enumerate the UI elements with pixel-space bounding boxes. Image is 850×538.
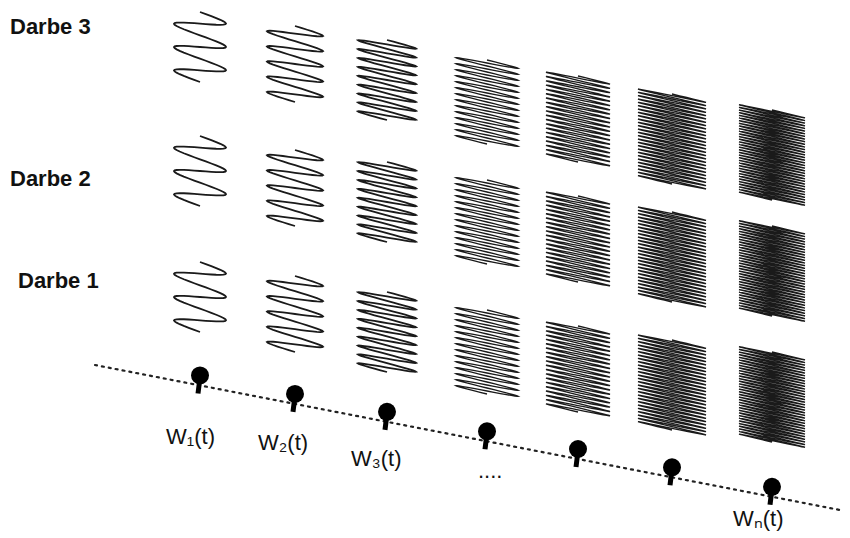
coil-drawing xyxy=(546,192,610,286)
pin-head xyxy=(191,366,209,384)
coil-drawing xyxy=(739,105,805,206)
coil-drawing xyxy=(638,89,706,189)
sensor-pin xyxy=(663,458,681,485)
sensor-pin xyxy=(378,403,396,430)
coil-drawing xyxy=(739,347,805,448)
sensor-pin xyxy=(286,385,304,412)
coil-drawing xyxy=(638,335,706,435)
sensor-pin xyxy=(191,366,209,393)
coil-drawing xyxy=(358,292,416,372)
signal-label: Wₙ(t) xyxy=(733,506,784,532)
coil-drawing xyxy=(174,136,226,206)
coil-drawing xyxy=(638,207,706,307)
row-label: Darbe 1 xyxy=(18,268,99,294)
pin-group xyxy=(191,366,781,504)
coil-drawing xyxy=(546,322,610,416)
row-label: Darbe 2 xyxy=(10,166,91,192)
coil-drawing xyxy=(174,12,226,82)
sensor-pin xyxy=(569,440,587,467)
row-label: Darbe 3 xyxy=(10,14,91,40)
pin-head xyxy=(286,385,304,403)
coil-drawing xyxy=(174,262,226,332)
pin-head xyxy=(569,440,587,458)
signal-label: W₁(t) xyxy=(166,424,215,450)
signal-label: W₃(t) xyxy=(351,446,402,472)
signal-label: W₂(t) xyxy=(258,430,308,456)
coil-drawing xyxy=(546,72,610,166)
pin-head xyxy=(378,403,396,421)
sensor-pin xyxy=(763,478,781,505)
coil-drawing xyxy=(358,40,416,120)
coil-drawing xyxy=(456,58,518,147)
coil-drawing xyxy=(739,221,805,322)
sensor-pin xyxy=(478,422,496,449)
coil-drawing xyxy=(456,178,518,267)
ellipsis-label: .... xyxy=(478,458,502,484)
pin-head xyxy=(763,478,781,496)
coil-drawing xyxy=(456,308,518,397)
coil-drawing xyxy=(358,162,416,242)
pin-head xyxy=(478,422,496,440)
coil-drawing xyxy=(267,150,323,226)
coil-drawing xyxy=(267,26,323,102)
coil-group xyxy=(174,12,805,447)
pin-head xyxy=(663,458,681,476)
dotted-baseline xyxy=(95,365,840,510)
coil-drawing xyxy=(267,276,323,352)
